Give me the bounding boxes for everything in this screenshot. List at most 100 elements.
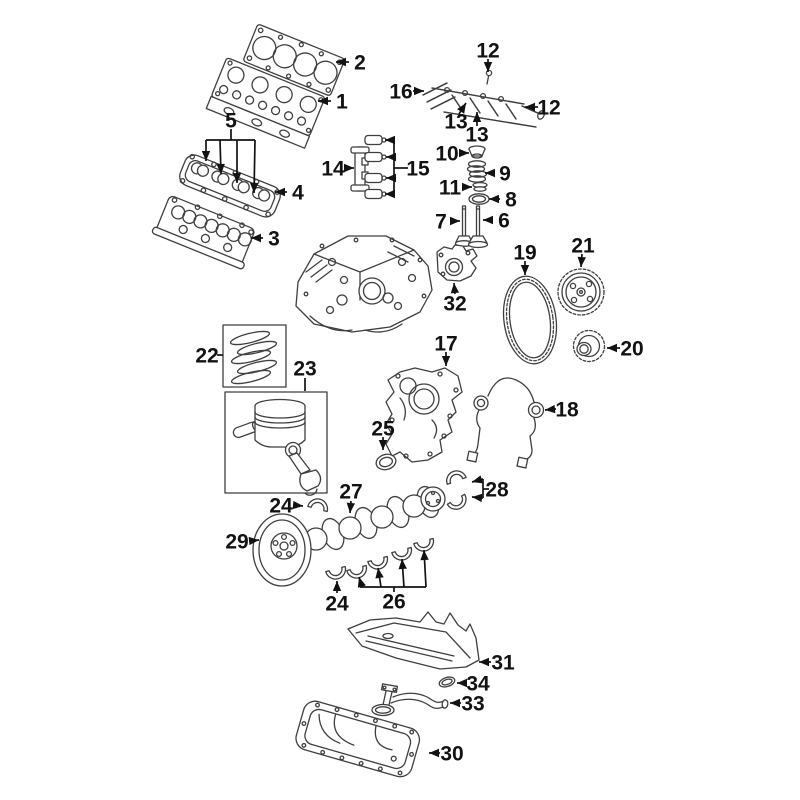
- arrowhead-icon: [398, 559, 407, 570]
- callout-10[interactable]: 10: [435, 143, 469, 166]
- callout-13[interactable]: 13: [465, 112, 489, 147]
- arrowhead-icon: [457, 103, 466, 114]
- oil-pickup-tube: [371, 683, 449, 717]
- callout-9[interactable]: 9: [485, 163, 511, 186]
- callout-label[interactable]: 1: [336, 91, 348, 114]
- crankshaft-front-seal: [375, 453, 397, 471]
- callout-label[interactable]: 2: [354, 52, 366, 75]
- engine-block: [295, 235, 433, 333]
- callout-24[interactable]: 24: [269, 495, 304, 518]
- callout-1[interactable]: 1: [318, 91, 348, 114]
- callout-label[interactable]: 33: [461, 693, 484, 716]
- windage-tray: [347, 611, 480, 670]
- callout-label[interactable]: 10: [435, 143, 458, 166]
- callout-label[interactable]: 21: [571, 235, 595, 258]
- callout-30[interactable]: 30: [429, 743, 464, 766]
- arrowhead-icon: [232, 173, 242, 183]
- callout-16[interactable]: 16: [389, 81, 424, 104]
- callout-label[interactable]: 13: [444, 111, 467, 134]
- callout-15[interactable]: 15: [385, 135, 430, 199]
- callout-label[interactable]: 20: [620, 338, 643, 361]
- callout-17[interactable]: 17: [434, 333, 458, 367]
- callout-label[interactable]: 15: [406, 158, 430, 181]
- callout-2[interactable]: 2: [336, 52, 366, 75]
- callout-27[interactable]: 27: [339, 481, 363, 514]
- callout-20[interactable]: 20: [607, 338, 644, 361]
- callout-11[interactable]: 11: [439, 177, 472, 200]
- callout-12[interactable]: 12: [525, 97, 561, 120]
- vibration-damper: [252, 513, 312, 587]
- arrowhead-icon: [472, 112, 482, 122]
- arrowhead-icon: [489, 194, 499, 204]
- arrowhead-icon: [520, 265, 530, 275]
- callout-33[interactable]: 33: [450, 693, 485, 716]
- arrowhead-icon: [385, 135, 395, 145]
- callout-label[interactable]: 12: [537, 97, 560, 120]
- callout-22[interactable]: 22: [195, 345, 223, 368]
- callout-label[interactable]: 19: [513, 242, 536, 265]
- callout-label[interactable]: 9: [499, 163, 511, 186]
- callout-label[interactable]: 4: [292, 182, 304, 205]
- callout-28[interactable]: 28: [471, 475, 509, 503]
- callout-label[interactable]: 18: [555, 399, 579, 422]
- callout-label[interactable]: 30: [440, 743, 463, 766]
- callout-label[interactable]: 16: [389, 81, 412, 104]
- callout-label[interactable]: 6: [498, 210, 510, 233]
- lifter-guide-yoke: [350, 146, 370, 192]
- callout-label[interactable]: 29: [225, 531, 248, 554]
- callout-8[interactable]: 8: [489, 189, 517, 212]
- callout-label[interactable]: 8: [505, 189, 517, 212]
- callout-25[interactable]: 25: [371, 418, 395, 451]
- callout-34[interactable]: 34: [457, 673, 490, 696]
- callout-26[interactable]: 26: [355, 549, 429, 614]
- callout-3[interactable]: 3: [251, 228, 280, 251]
- callout-label[interactable]: 3: [268, 228, 280, 251]
- callout-4[interactable]: 4: [275, 182, 304, 205]
- valve-cover: [151, 195, 255, 270]
- callout-label[interactable]: 24: [325, 593, 349, 616]
- callout-6[interactable]: 6: [483, 210, 510, 233]
- callout-5[interactable]: 5: [201, 110, 259, 194]
- arrowhead-icon: [450, 698, 460, 708]
- callout-label[interactable]: 12: [476, 40, 499, 63]
- arrowhead-icon: [332, 581, 342, 591]
- callout-label[interactable]: 11: [439, 177, 462, 200]
- callout-label[interactable]: 31: [491, 652, 515, 675]
- rocker-shaft-left-end: [422, 82, 456, 110]
- arrowhead-icon: [459, 148, 469, 158]
- callout-13[interactable]: 13: [444, 101, 469, 134]
- valve-lifters: [364, 134, 387, 200]
- piston-and-rod: [224, 391, 328, 496]
- callout-label[interactable]: 34: [466, 673, 490, 696]
- callout-label[interactable]: 5: [225, 110, 237, 133]
- arrowhead-icon: [545, 404, 556, 414]
- callout-label[interactable]: 23: [293, 358, 316, 381]
- callout-19[interactable]: 19: [513, 242, 537, 276]
- callout-label[interactable]: 26: [382, 591, 405, 614]
- callout-24[interactable]: 24: [325, 581, 349, 616]
- callout-21[interactable]: 21: [571, 235, 595, 268]
- callout-18[interactable]: 18: [544, 399, 579, 422]
- callout-label[interactable]: 25: [371, 418, 395, 441]
- cylinder-head: [205, 57, 325, 149]
- callout-7[interactable]: 7: [435, 211, 460, 234]
- callout-label[interactable]: 27: [339, 481, 362, 504]
- callout-12[interactable]: 12: [476, 40, 500, 73]
- callout-label[interactable]: 14: [321, 158, 345, 181]
- callout-label[interactable]: 32: [443, 293, 466, 316]
- arrowhead-icon: [450, 283, 460, 294]
- callout-label[interactable]: 24: [269, 495, 293, 518]
- arrowhead-icon: [385, 189, 395, 199]
- arrowhead-icon: [378, 440, 388, 450]
- callout-label[interactable]: 28: [485, 479, 509, 502]
- callout-32[interactable]: 32: [443, 282, 467, 316]
- callout-23[interactable]: 23: [293, 358, 317, 392]
- callout-label[interactable]: 13: [465, 124, 488, 147]
- arrowhead-icon: [336, 57, 346, 67]
- callout-label[interactable]: 22: [195, 345, 218, 368]
- callout-31[interactable]: 31: [479, 652, 515, 675]
- callout-14[interactable]: 14: [321, 158, 354, 181]
- callout-label[interactable]: 17: [434, 333, 457, 356]
- callout-29[interactable]: 29: [225, 531, 260, 554]
- callout-label[interactable]: 7: [435, 211, 447, 234]
